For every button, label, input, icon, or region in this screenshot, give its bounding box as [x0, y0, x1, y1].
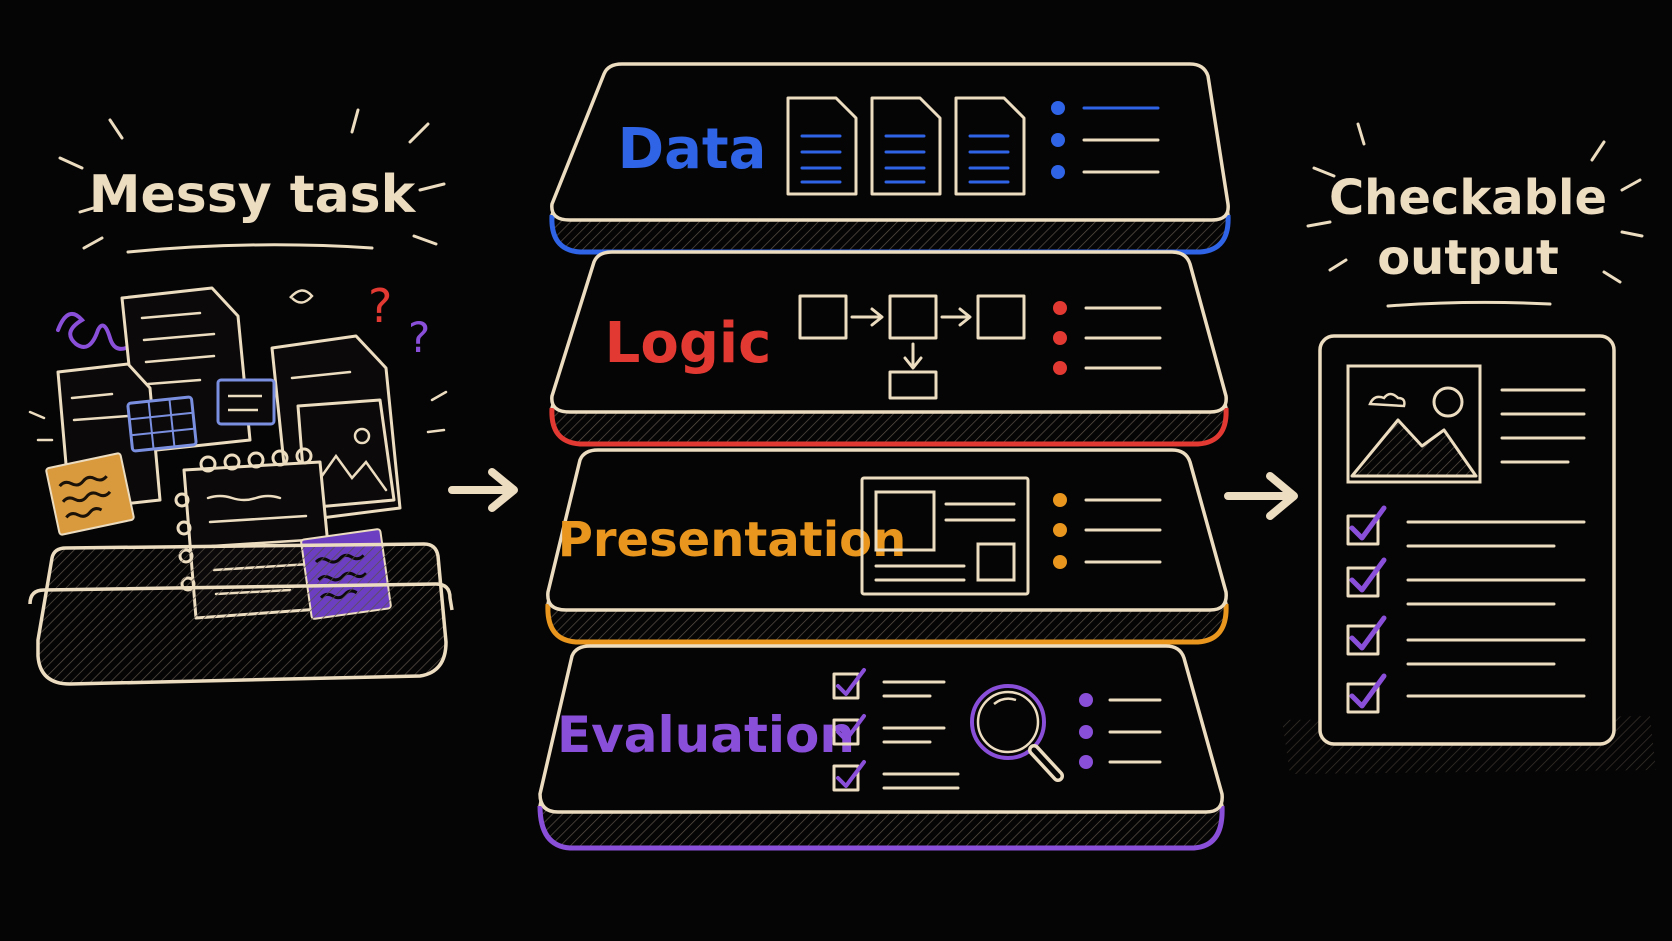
checkbox-icon — [1346, 566, 1380, 598]
bullet-list — [1053, 493, 1162, 569]
burst-lines — [58, 108, 446, 250]
arrow-right-icon — [1224, 472, 1298, 520]
checkbox-icon — [832, 764, 860, 792]
document-icon — [870, 96, 942, 196]
checkable-output-group: Checkable output — [1282, 122, 1656, 774]
document-icon — [786, 96, 858, 196]
bullet-list — [1053, 301, 1162, 375]
burst-lines — [28, 390, 448, 442]
check-icon — [836, 760, 866, 788]
bullet-list — [1051, 101, 1160, 179]
check-icon — [1349, 505, 1387, 541]
check-icon — [1349, 615, 1387, 651]
layer-presentation: Presentation — [545, 448, 1229, 645]
checkbox-icon — [1346, 624, 1380, 656]
layer-logic: Logic — [549, 250, 1229, 447]
tray — [36, 542, 448, 686]
title-underline — [1386, 300, 1552, 308]
checkbox-icon — [1346, 682, 1380, 714]
layer-evaluation: Evaluation — [537, 644, 1225, 851]
layer-label-logic: Logic — [605, 311, 772, 376]
table-icon — [126, 395, 198, 453]
layer-label-presentation: Presentation — [558, 512, 907, 568]
scribble-icon — [56, 311, 128, 351]
output-title-line2: output — [1377, 230, 1559, 286]
image-icon — [1346, 364, 1482, 484]
layout-icon — [860, 476, 1030, 596]
check-icon — [1349, 557, 1387, 593]
messy-task-title: Messy task — [89, 165, 417, 225]
layer-data: Data — [549, 62, 1231, 255]
layer-label-data: Data — [618, 117, 767, 182]
check-icon — [836, 668, 866, 696]
title-underline — [126, 243, 374, 254]
arrow-right-icon — [448, 468, 518, 512]
flowchart-icon — [798, 294, 1026, 400]
document-icon — [954, 96, 1026, 196]
scribble-icon — [289, 289, 314, 304]
card-icon — [216, 378, 276, 426]
bullet-list — [1079, 693, 1162, 769]
sticky-note-amber — [45, 452, 135, 536]
checkbox-icon — [1346, 514, 1380, 546]
burst-lines — [1306, 122, 1644, 284]
question-mark-icon: ? — [368, 279, 392, 333]
messy-task-group: Messy task ? ? — [28, 108, 454, 686]
layer-label-evaluation: Evaluation — [557, 706, 855, 764]
checkbox-icon — [832, 718, 860, 746]
check-icon — [1349, 673, 1387, 709]
question-mark-icon: ? — [408, 313, 430, 362]
checkbox-icon — [832, 672, 860, 700]
magnifier-icon — [970, 684, 1064, 782]
check-icon — [836, 714, 866, 742]
output-title-line1: Checkable — [1329, 170, 1607, 226]
